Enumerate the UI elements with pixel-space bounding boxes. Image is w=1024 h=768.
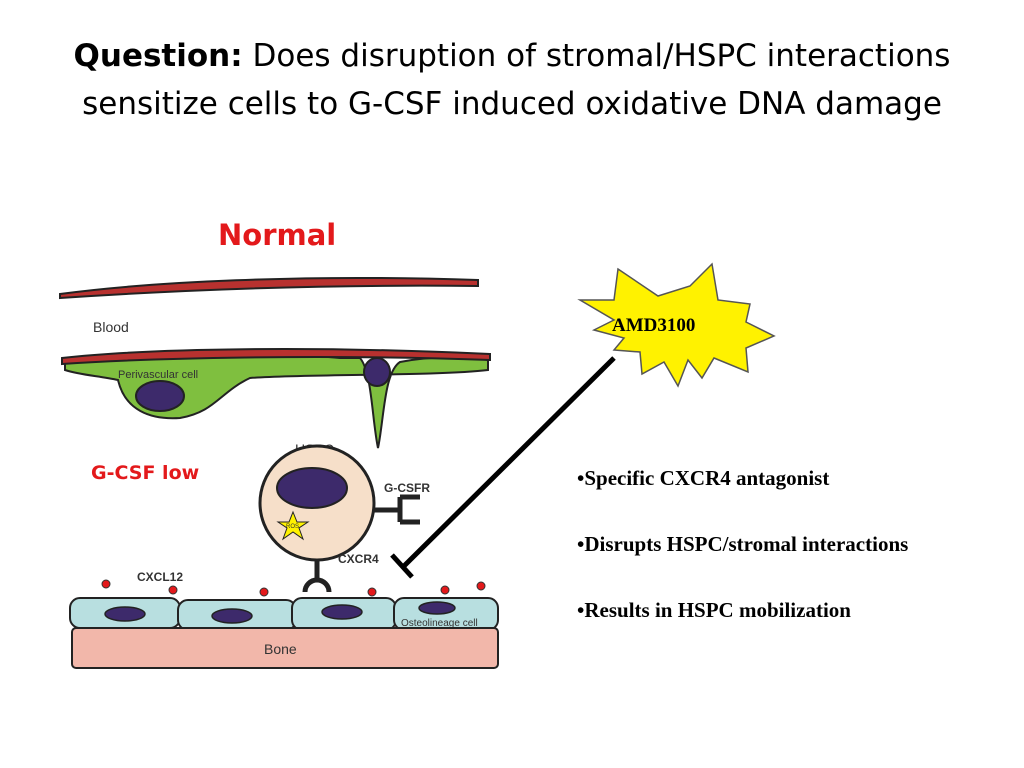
osteo-nucleus — [321, 604, 363, 620]
ros-star-icon — [276, 510, 310, 541]
osteo-nucleus — [418, 601, 456, 615]
slide-title: Question: Does disruption of stromal/HSP… — [20, 32, 1004, 128]
bullet-list: •Specific CXCR4 antagonist •Disrupts HSP… — [577, 462, 997, 660]
perivascular-nucleus-2 — [363, 357, 391, 387]
ros-label: ROS — [286, 524, 299, 530]
osteolineage-label: Osteolineage cell — [401, 618, 478, 629]
gcsfr-label: G-CSFR — [384, 481, 430, 495]
osteo-nuclei — [104, 601, 456, 624]
osteo-nucleus — [104, 606, 146, 622]
cxcl12-dot — [367, 587, 377, 597]
cxcl12-dots — [101, 579, 486, 597]
cxcl12-dot — [168, 585, 178, 595]
cxcr4-receptor-icon — [302, 560, 332, 593]
cxcl12-label: CXCL12 — [137, 570, 183, 584]
inhibition-bar — [390, 553, 414, 579]
vessel-wall-top — [59, 276, 479, 300]
bullet-item: •Specific CXCR4 antagonist — [577, 466, 830, 490]
amd3100-label: AMD3100 — [612, 315, 695, 336]
bullet-item: •Results in HSPC mobilization — [577, 598, 851, 622]
cxcl12-dot — [476, 581, 486, 591]
bone-layer — [71, 627, 499, 669]
amd3100-starburst — [577, 262, 776, 388]
blood-label: Blood — [93, 319, 129, 335]
cxcr4-label: CXCR4 — [338, 552, 379, 566]
bullet-item: •Disrupts HSPC/stromal interactions — [577, 532, 909, 556]
gcsf-label: G-CSF low — [91, 462, 200, 484]
osteo-nucleus — [211, 608, 253, 624]
cxcl12-dot — [440, 585, 450, 595]
title-text: Does disruption of stromal/HSPC interact… — [82, 38, 951, 122]
perivascular-label: Perivascular cell — [118, 369, 198, 381]
gcsfr-receptor-icon — [374, 494, 420, 525]
title-lead: Question: — [73, 38, 243, 74]
cxcl12-dot — [101, 579, 111, 589]
perivascular-cell — [64, 352, 489, 449]
inhibition-line — [402, 356, 616, 568]
vessel-wall-bottom — [61, 348, 491, 366]
cxcl12-dot — [259, 587, 269, 597]
panel-label-normal: Normal — [218, 218, 337, 252]
hspc-nucleus — [276, 467, 348, 509]
perivascular-nucleus — [135, 380, 185, 412]
bone-label: Bone — [264, 641, 297, 657]
